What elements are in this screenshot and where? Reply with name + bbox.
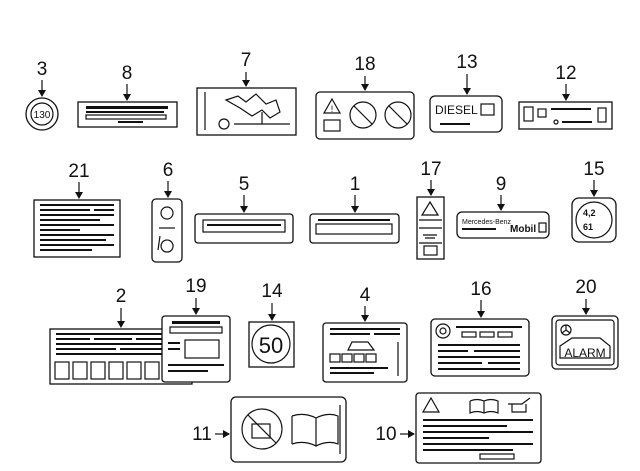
callout-20: 20 bbox=[575, 277, 596, 298]
callout-1: 1 bbox=[350, 174, 361, 195]
label-13[interactable]: 13 DIESEL bbox=[429, 52, 503, 133]
label-11[interactable]: 11 bbox=[192, 396, 347, 463]
callout-2: 2 bbox=[116, 286, 127, 307]
label-14[interactable]: 14 50 bbox=[248, 281, 295, 368]
label-21[interactable]: 21 bbox=[33, 161, 121, 258]
tire-front-text: 4,2 bbox=[583, 208, 596, 218]
callout-4: 4 bbox=[360, 285, 371, 306]
label-16[interactable]: 16 bbox=[430, 279, 530, 377]
callout-14: 14 bbox=[261, 281, 283, 302]
svg-text:!: ! bbox=[331, 104, 334, 114]
callout-18: 18 bbox=[354, 54, 375, 75]
callout-16: 16 bbox=[470, 279, 491, 300]
label-7[interactable]: 7 bbox=[196, 50, 297, 136]
callout-13: 13 bbox=[456, 52, 477, 73]
callout-12: 12 bbox=[555, 63, 576, 84]
callout-11: 11 bbox=[192, 424, 212, 445]
label-18[interactable]: 18 ! bbox=[315, 54, 415, 140]
label-10[interactable]: 10 bbox=[375, 392, 542, 464]
label-19[interactable]: 19 bbox=[161, 276, 231, 383]
callout-19: 19 bbox=[185, 276, 206, 297]
alarm-text: ALARM bbox=[564, 346, 605, 360]
callout-17: 17 bbox=[420, 159, 441, 180]
callout-9: 9 bbox=[496, 174, 507, 195]
speed-50-text: 50 bbox=[259, 333, 283, 358]
label-17[interactable]: 17 bbox=[416, 159, 445, 260]
callout-6: 6 bbox=[163, 160, 174, 181]
label-6[interactable]: 6 bbox=[151, 160, 183, 263]
label-15[interactable]: 15 4,2 61 bbox=[571, 159, 617, 243]
label-3[interactable]: 3 130 bbox=[25, 59, 59, 131]
callout-15: 15 bbox=[583, 159, 604, 180]
label-20[interactable]: 20 ALARM bbox=[551, 277, 619, 370]
callout-7: 7 bbox=[241, 50, 252, 71]
speed-130-text: 130 bbox=[34, 110, 51, 121]
label-9[interactable]: 9 Mercedes-Benz Mobil bbox=[456, 174, 550, 239]
callout-5: 5 bbox=[239, 174, 250, 195]
callout-10: 10 bbox=[375, 424, 396, 445]
callout-3: 3 bbox=[37, 59, 48, 80]
mobil-text: Mobil bbox=[510, 224, 536, 235]
callout-21: 21 bbox=[68, 161, 89, 182]
label-12[interactable]: 12 bbox=[518, 63, 613, 130]
mercedes-benz-text: Mercedes-Benz bbox=[462, 219, 512, 226]
label-4[interactable]: 4 bbox=[322, 285, 408, 383]
callout-8: 8 bbox=[122, 63, 133, 84]
label-5[interactable]: 5 bbox=[194, 174, 294, 244]
diesel-text: DIESEL bbox=[435, 103, 478, 117]
label-1[interactable]: 1 bbox=[309, 174, 400, 244]
label-8[interactable]: 8 bbox=[77, 63, 178, 128]
tire-rear-text: 61 bbox=[583, 222, 593, 232]
